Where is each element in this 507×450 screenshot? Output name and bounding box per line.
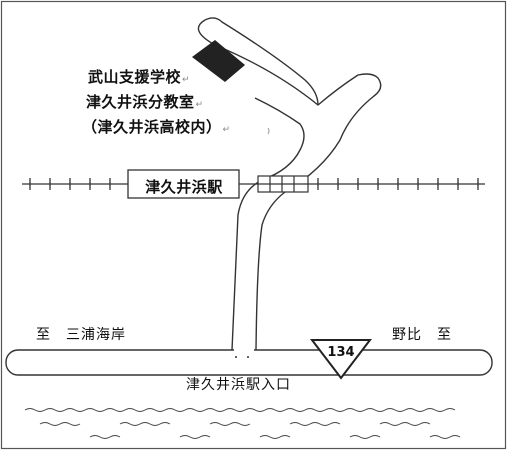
railway-crossing xyxy=(257,175,309,193)
sea-waves xyxy=(24,408,461,439)
junction-mark xyxy=(235,356,237,358)
school-branch-label: 津久井浜分教室↵ xyxy=(86,93,204,111)
route-number-label: 134 xyxy=(327,345,355,360)
station-box xyxy=(127,169,240,199)
route-sign xyxy=(309,339,373,380)
intersection-label: 津久井浜駅入口 xyxy=(186,377,291,393)
direction-right-label: 野比 至 xyxy=(392,327,452,343)
railway-line xyxy=(22,178,485,190)
school-location-label: （津久井浜高校内）↵ xyxy=(82,118,231,136)
main-road xyxy=(5,349,493,376)
direction-left-label: 至 三浦海岸 xyxy=(36,327,126,343)
school-name-label: 武山支援学校↵ xyxy=(88,68,191,86)
map-mark xyxy=(267,127,270,135)
school-building xyxy=(192,40,245,82)
junction-mark xyxy=(247,356,249,358)
station-name-label: 津久井浜駅 xyxy=(145,178,223,196)
road-network xyxy=(197,17,382,351)
